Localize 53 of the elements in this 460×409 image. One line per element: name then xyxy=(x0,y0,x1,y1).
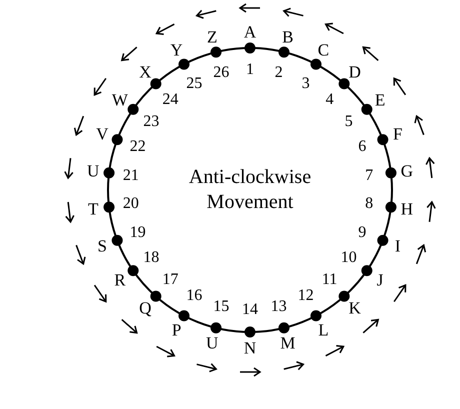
letter-label: A xyxy=(244,24,256,40)
number-label: 9 xyxy=(358,224,366,241)
number-label: 8 xyxy=(365,196,374,212)
letter-label: V xyxy=(96,125,108,142)
number-label: 17 xyxy=(162,272,178,288)
number-label: 19 xyxy=(130,224,146,241)
number-label: 25 xyxy=(186,76,202,92)
letter-label: R xyxy=(114,271,126,288)
number-label: 13 xyxy=(270,298,287,314)
number-label: 10 xyxy=(340,250,357,266)
number-label: 16 xyxy=(186,288,202,304)
number-label: 24 xyxy=(162,92,178,108)
letter-label: Z xyxy=(207,28,218,46)
letter-label: N xyxy=(244,340,256,356)
letter-label: W xyxy=(112,92,128,109)
number-label: 12 xyxy=(298,288,314,304)
number-label: 7 xyxy=(365,168,374,184)
number-label: 11 xyxy=(322,272,338,288)
number-label: 14 xyxy=(242,302,258,318)
letter-label: U xyxy=(206,334,218,352)
letter-label: M xyxy=(280,334,296,352)
letter-label: P xyxy=(172,321,182,338)
number-label: 22 xyxy=(130,139,146,156)
letter-label: K xyxy=(348,300,361,317)
number-label: 5 xyxy=(344,114,353,130)
letter-label: S xyxy=(98,238,107,255)
number-label: 15 xyxy=(213,298,230,314)
number-label: 18 xyxy=(143,250,160,266)
letter-label: I xyxy=(394,238,401,255)
number-label: 26 xyxy=(213,65,230,82)
letter-label: C xyxy=(318,42,330,59)
number-label: 3 xyxy=(302,76,310,92)
letter-label: E xyxy=(374,92,386,109)
letter-label: T xyxy=(88,200,98,218)
letter-label: H xyxy=(400,200,413,218)
letter-label: L xyxy=(318,321,329,338)
letter-label: F xyxy=(392,125,402,142)
number-label: 1 xyxy=(246,62,254,78)
number-label: 6 xyxy=(358,139,366,156)
letter-label: B xyxy=(282,28,294,46)
letter-label: X xyxy=(139,63,152,80)
letter-label: J xyxy=(376,271,384,288)
letter-label: G xyxy=(400,162,413,180)
number-label: 21 xyxy=(122,168,139,184)
letter-label: D xyxy=(348,63,361,80)
number-label: 4 xyxy=(326,92,334,108)
letter-label: Q xyxy=(139,300,152,317)
center-label: Anti-clockwise Movement xyxy=(188,165,312,215)
number-label: 2 xyxy=(274,65,283,82)
number-label: 20 xyxy=(122,196,139,212)
letter-label: U xyxy=(87,162,100,180)
letter-label: Y xyxy=(170,42,183,59)
number-label: 23 xyxy=(143,114,160,130)
